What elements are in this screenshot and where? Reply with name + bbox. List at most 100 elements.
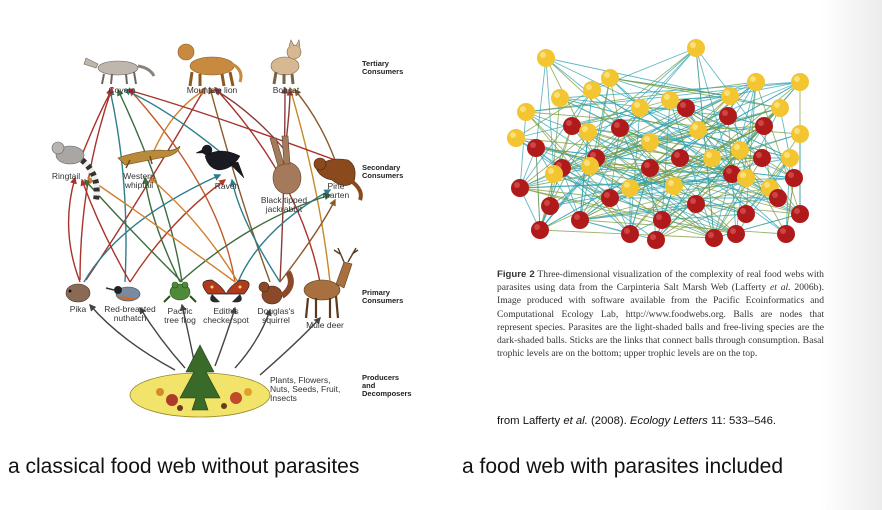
parasite-node [641, 133, 659, 151]
citation-ref: 11: 533–546. [707, 415, 777, 427]
citation-year: (2008). [587, 415, 630, 427]
parasite-node [631, 99, 649, 117]
parasite-node [621, 179, 639, 197]
label-plants: Plants, Flowers, Nuts, Seeds, Fruit, Ins… [270, 375, 341, 403]
free-living-node [531, 221, 549, 239]
raven-icon [195, 144, 245, 179]
citation-author: from Lafferty [497, 415, 564, 427]
douglas-squirrel-icon [258, 270, 294, 305]
food-web-link [711, 107, 781, 159]
label-mountain-lion: Mountain lion [186, 85, 238, 95]
level-secondary: Secondary Consumers [362, 163, 404, 180]
food-web-link [535, 147, 541, 231]
level-producers: Producers and Decomposers [362, 373, 412, 398]
parasite-node [689, 121, 707, 139]
food-web-link [685, 107, 791, 159]
parasite-node [703, 149, 721, 167]
food-web-link [525, 111, 597, 159]
food-web-link [519, 111, 527, 189]
mule-deer-icon [303, 247, 359, 319]
label-checkerspot: Edith's checkerspot [203, 306, 249, 325]
parasite-node [601, 69, 619, 87]
free-living-node [687, 195, 705, 213]
food-web-link [669, 95, 731, 101]
parasite-node [721, 87, 739, 105]
free-living-node [719, 107, 737, 125]
food-web-link [549, 173, 733, 207]
food-web-link [545, 57, 597, 159]
food-web-link [553, 99, 671, 175]
free-living-node [621, 225, 639, 243]
free-living-node [769, 189, 787, 207]
free-living-node [727, 225, 745, 243]
parasite-node [545, 165, 563, 183]
parasite-node [791, 73, 809, 91]
parasite-node [537, 49, 555, 67]
caption-left: a classical food web without parasites [8, 455, 360, 478]
citation: from Lafferty et al. (2008). Ecology Let… [497, 415, 776, 427]
food-web-link [679, 157, 787, 235]
citation-journal: Ecology Letters [629, 415, 708, 427]
free-living-node [571, 211, 589, 229]
food-web-link [545, 57, 781, 109]
free-living-node [647, 231, 665, 249]
caption-right: a food web with parasites included [462, 455, 784, 478]
food-web-link [553, 47, 697, 175]
food-web-link [609, 177, 795, 199]
parasite-node [771, 99, 789, 117]
food-web-link [609, 77, 781, 109]
free-living-node [677, 99, 695, 117]
food-web-link [697, 81, 757, 131]
food-web-link [579, 187, 771, 221]
parasite-node [661, 91, 679, 109]
label-bobcat: Bobcat [272, 85, 300, 95]
food-web-link [595, 157, 715, 239]
parasite-node [737, 169, 755, 187]
food-web-link [785, 177, 795, 235]
label-raven: Raven [214, 181, 240, 191]
food-web-link [661, 213, 747, 221]
food-web-link [629, 167, 651, 235]
free-living-node [671, 149, 689, 167]
jackrabbit-icon [269, 135, 302, 195]
citation-etal: et al. [563, 415, 588, 427]
producers-icon [129, 344, 271, 418]
label-deer: Mule deer [306, 320, 344, 330]
pika-icon [65, 283, 91, 303]
free-living-node [791, 205, 809, 223]
parasite-food-web-3d [507, 39, 809, 249]
food-web-link [539, 47, 697, 231]
label-squirrel: Douglas's squirrel [257, 306, 295, 325]
free-living-node [755, 117, 773, 135]
pacific-tree-frog-icon [163, 281, 197, 303]
parasite-node [781, 149, 799, 167]
food-web-link [525, 111, 801, 135]
free-living-node [611, 119, 629, 137]
food-web-link [629, 115, 729, 235]
food-web-link [695, 47, 733, 175]
label-pika: Pika [69, 304, 87, 314]
ediths-checkerspot-icon [202, 279, 250, 303]
parasite-node [579, 123, 597, 141]
food-web-link [545, 57, 651, 143]
food-web-link [609, 77, 731, 97]
right-edge-shade [820, 0, 882, 510]
food-web-link [549, 133, 801, 207]
food-web-link [571, 125, 737, 235]
parasite-node [551, 89, 569, 107]
label-marten: Pine marten [322, 181, 350, 200]
label-frog: Pacific tree frog [164, 306, 196, 325]
label-jackrabbit: Black tipped jackrabbit [260, 195, 308, 214]
parasite-node [731, 141, 749, 159]
food-web-link [519, 187, 663, 221]
parasite-node [507, 129, 525, 147]
free-living-node [641, 159, 659, 177]
parasite-node [517, 103, 535, 121]
parasite-node [791, 125, 809, 143]
pine-marten-icon [313, 157, 363, 201]
food-web-link [685, 107, 733, 175]
figure-label: Figure 2 [497, 269, 535, 280]
parasite-node [687, 39, 705, 57]
food-web-link [535, 147, 581, 221]
figure-text-a: Three-dimensional visualization of the c… [497, 269, 824, 294]
